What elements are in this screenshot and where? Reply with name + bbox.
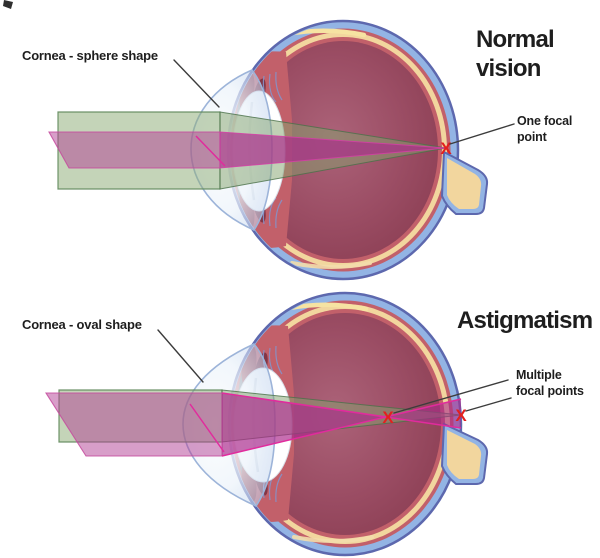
light-beams-normal xyxy=(48,111,447,190)
leader-line-focal-1 xyxy=(449,123,515,145)
beam-magenta-incoming xyxy=(44,392,223,457)
one-focal-point-label: One focal point xyxy=(517,114,573,144)
beam-magenta-converging xyxy=(219,131,447,169)
leader-line-focal-2a xyxy=(393,379,509,414)
leader-line-cornea-2 xyxy=(157,329,204,383)
focal-point-x: X xyxy=(440,139,452,158)
beam-magenta-converging xyxy=(222,393,388,456)
leader-line-cornea-1 xyxy=(173,59,220,108)
beam-edge-ray-top xyxy=(221,392,462,429)
panel-title-normal-vision: Normal vision xyxy=(476,26,555,83)
optic-nerve-inner xyxy=(447,430,482,479)
cornea-sphere-label: Cornea - sphere shape xyxy=(22,48,158,63)
retina-highlight-bottom xyxy=(292,535,374,543)
beam-refraction-edge xyxy=(195,135,226,167)
beam-edge-ray-bottom xyxy=(221,398,462,457)
leader-line-focal-2b xyxy=(465,397,512,412)
panel-title-astigmatism: Astigmatism xyxy=(457,307,593,334)
beam-refraction-edge xyxy=(189,403,225,453)
eye-astigmatism: X X xyxy=(44,291,512,557)
focal-point-x-1: X xyxy=(382,408,394,427)
beam-magenta-diverging xyxy=(388,399,461,428)
light-beams-astigmatism xyxy=(44,389,462,457)
beam-magenta-incoming xyxy=(48,131,221,169)
corner-artifact-mark xyxy=(3,0,13,9)
cornea-oval-label: Cornea - oval shape xyxy=(22,317,142,332)
focal-point-x-2: X xyxy=(455,406,467,425)
eye-normal: X xyxy=(48,19,515,281)
optic-nerve-inner xyxy=(447,158,482,209)
retina-highlight-bottom xyxy=(290,261,372,269)
multiple-focal-points-label: Multiple focal points xyxy=(516,368,584,398)
